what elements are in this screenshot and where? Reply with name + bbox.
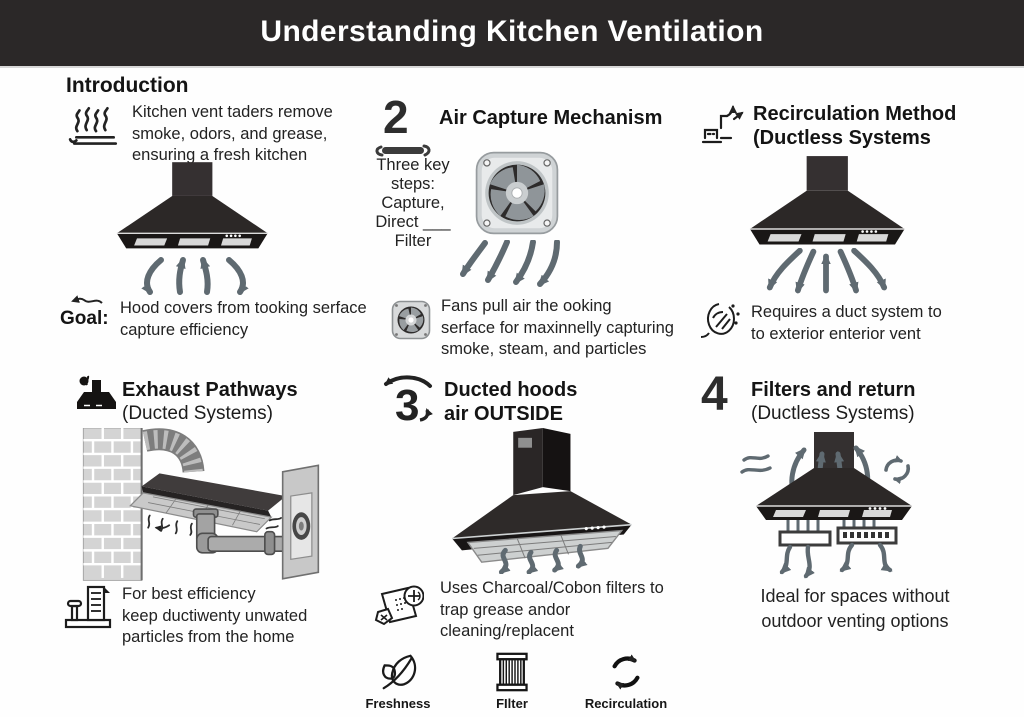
caption-line: cleaning/replacent xyxy=(440,622,574,640)
section-subheading: (Ducted Systems) xyxy=(122,403,273,424)
legend-item-freshness: Freshness xyxy=(356,652,440,711)
section-recirculation: Recirculation Method (Ductless Systems xyxy=(695,94,1024,359)
steam-icon xyxy=(68,106,118,145)
body-line: smoke, odors, and grease, xyxy=(132,124,328,143)
goal-label: Goal: xyxy=(60,308,109,329)
caption-line: particles from the home xyxy=(122,628,295,646)
caption-line: to exterior enterior vent xyxy=(751,324,921,343)
steps-line: Direct ___ xyxy=(375,213,451,231)
steps-line: Three key steps: xyxy=(376,156,450,193)
range-hood-illustration xyxy=(749,156,905,245)
caption-line: Fans pull air the ooking xyxy=(441,297,612,315)
leaf-icon xyxy=(382,654,417,690)
caption-line: keep ductiwenty unwated xyxy=(122,606,308,625)
legend-label: Recirculation xyxy=(584,696,668,711)
body-line: Kitchen vent taders remove xyxy=(132,103,333,121)
legend-label: FIlter xyxy=(496,696,528,711)
heading-line: (Ductless Systems xyxy=(753,127,931,149)
step-number: 2 xyxy=(383,91,409,143)
building-icon xyxy=(64,585,112,629)
intro-caption: Hood covers from tooking serface capture… xyxy=(120,298,367,341)
filters-caption: Ideal for spaces without outdoor venting… xyxy=(715,584,995,634)
section-subheading: (Ductless Systems) xyxy=(751,403,915,424)
step-number: 3 xyxy=(395,381,419,426)
intro-body: Kitchen vent taders remove smoke, odors,… xyxy=(132,102,333,167)
extractor-fan-illustration xyxy=(475,151,559,235)
caption-line: capture efficiency xyxy=(120,320,249,339)
legend-label: Freshness xyxy=(365,696,431,711)
section-heading: Exhaust Pathways xyxy=(122,379,298,401)
header-banner: Understanding Kitchen Ventilation xyxy=(0,0,1024,68)
step-number: 4 xyxy=(701,368,728,421)
charcoal-filter-icon xyxy=(374,585,424,626)
capture-caption: Fans pull air the ooking serface for max… xyxy=(441,296,674,361)
caption-line: serface for maxinnelly capturing xyxy=(441,318,674,337)
duct-sketch-icon xyxy=(701,105,744,144)
section-heading: Recirculation Method (Ductless Systems xyxy=(753,102,956,150)
heading-line: Ducted hoods xyxy=(444,379,578,401)
airflow-up-arrows xyxy=(141,257,249,295)
steps-line: Capture, xyxy=(381,194,445,212)
splat-icon xyxy=(700,303,740,338)
section-heading: Air Capture Mechanism xyxy=(439,107,663,129)
legend: Freshness FIlter Rec xyxy=(0,652,1024,711)
section-air-capture: 2 Air Capture Mechanism Three key steps:… xyxy=(355,94,685,364)
page-title: Understanding Kitchen Ventilation xyxy=(260,15,764,48)
heading-line: air OUTSIDE xyxy=(444,403,563,425)
ducted-exhaust-illustration xyxy=(82,428,320,581)
recirculation-icon xyxy=(612,654,640,690)
squiggle-arrow-icon xyxy=(71,295,103,304)
step-number-with-arrow: 3 xyxy=(384,375,433,426)
section-exhaust-pathways: Exhaust Pathways (Ducted Systems) xyxy=(58,372,383,662)
caption-line: Hood covers from tooking serface xyxy=(120,299,367,317)
hood-silhouette-icon xyxy=(77,375,116,409)
section-introduction: Introduction Kitchen vent taders remove … xyxy=(58,72,383,372)
body-line: ensuring a fresh kitchen xyxy=(132,146,308,164)
caption-line: trap grease andor xyxy=(440,600,571,619)
section-heading: Filters and return xyxy=(751,379,916,401)
range-hood-illustration xyxy=(116,162,268,249)
caption-line: outdoor venting options xyxy=(761,611,949,631)
exhaust-caption: For best efficiency keep ductiwenty unwa… xyxy=(122,584,307,649)
legend-item-filter: FIlter xyxy=(470,652,554,711)
ducted-caption: Uses Charcoal/Cobon filters to trap grea… xyxy=(440,578,664,643)
section-heading: Ducted hoods air OUTSIDE xyxy=(444,378,577,426)
caption-line: Uses Charcoal/Cobon filters to xyxy=(440,579,664,597)
section-ducted-hoods: 3 Ducted hoods air OUTSIDE xyxy=(370,372,690,662)
recirculating-hood-illustration xyxy=(740,432,912,579)
steps-line: Filter xyxy=(394,232,432,250)
recirculation-caption: Requires a duct system to to exterior en… xyxy=(751,302,942,345)
key-steps: Three key steps: Capture, Direct ___ Fil… xyxy=(355,156,471,251)
chimney-hood-illustration xyxy=(452,427,632,574)
airflow-mixed-arrows xyxy=(766,248,888,294)
airflow-down-arrows xyxy=(460,240,560,287)
heading-line: Recirculation Method xyxy=(753,103,957,125)
fan-icon xyxy=(391,300,431,340)
caption-line: For best efficiency xyxy=(122,585,256,603)
caption-line: Requires a duct system to xyxy=(751,303,942,321)
section-filters-return: 4 Filters and return (Ductless Systems) xyxy=(695,368,1024,662)
number-base-icon xyxy=(375,144,431,157)
filter-icon xyxy=(496,652,528,692)
section-heading: Introduction xyxy=(66,74,189,97)
caption-line: smoke, steam, and particles xyxy=(441,340,647,358)
legend-item-recirculation: Recirculation xyxy=(584,652,668,711)
caption-line: Ideal for spaces without xyxy=(760,586,950,606)
